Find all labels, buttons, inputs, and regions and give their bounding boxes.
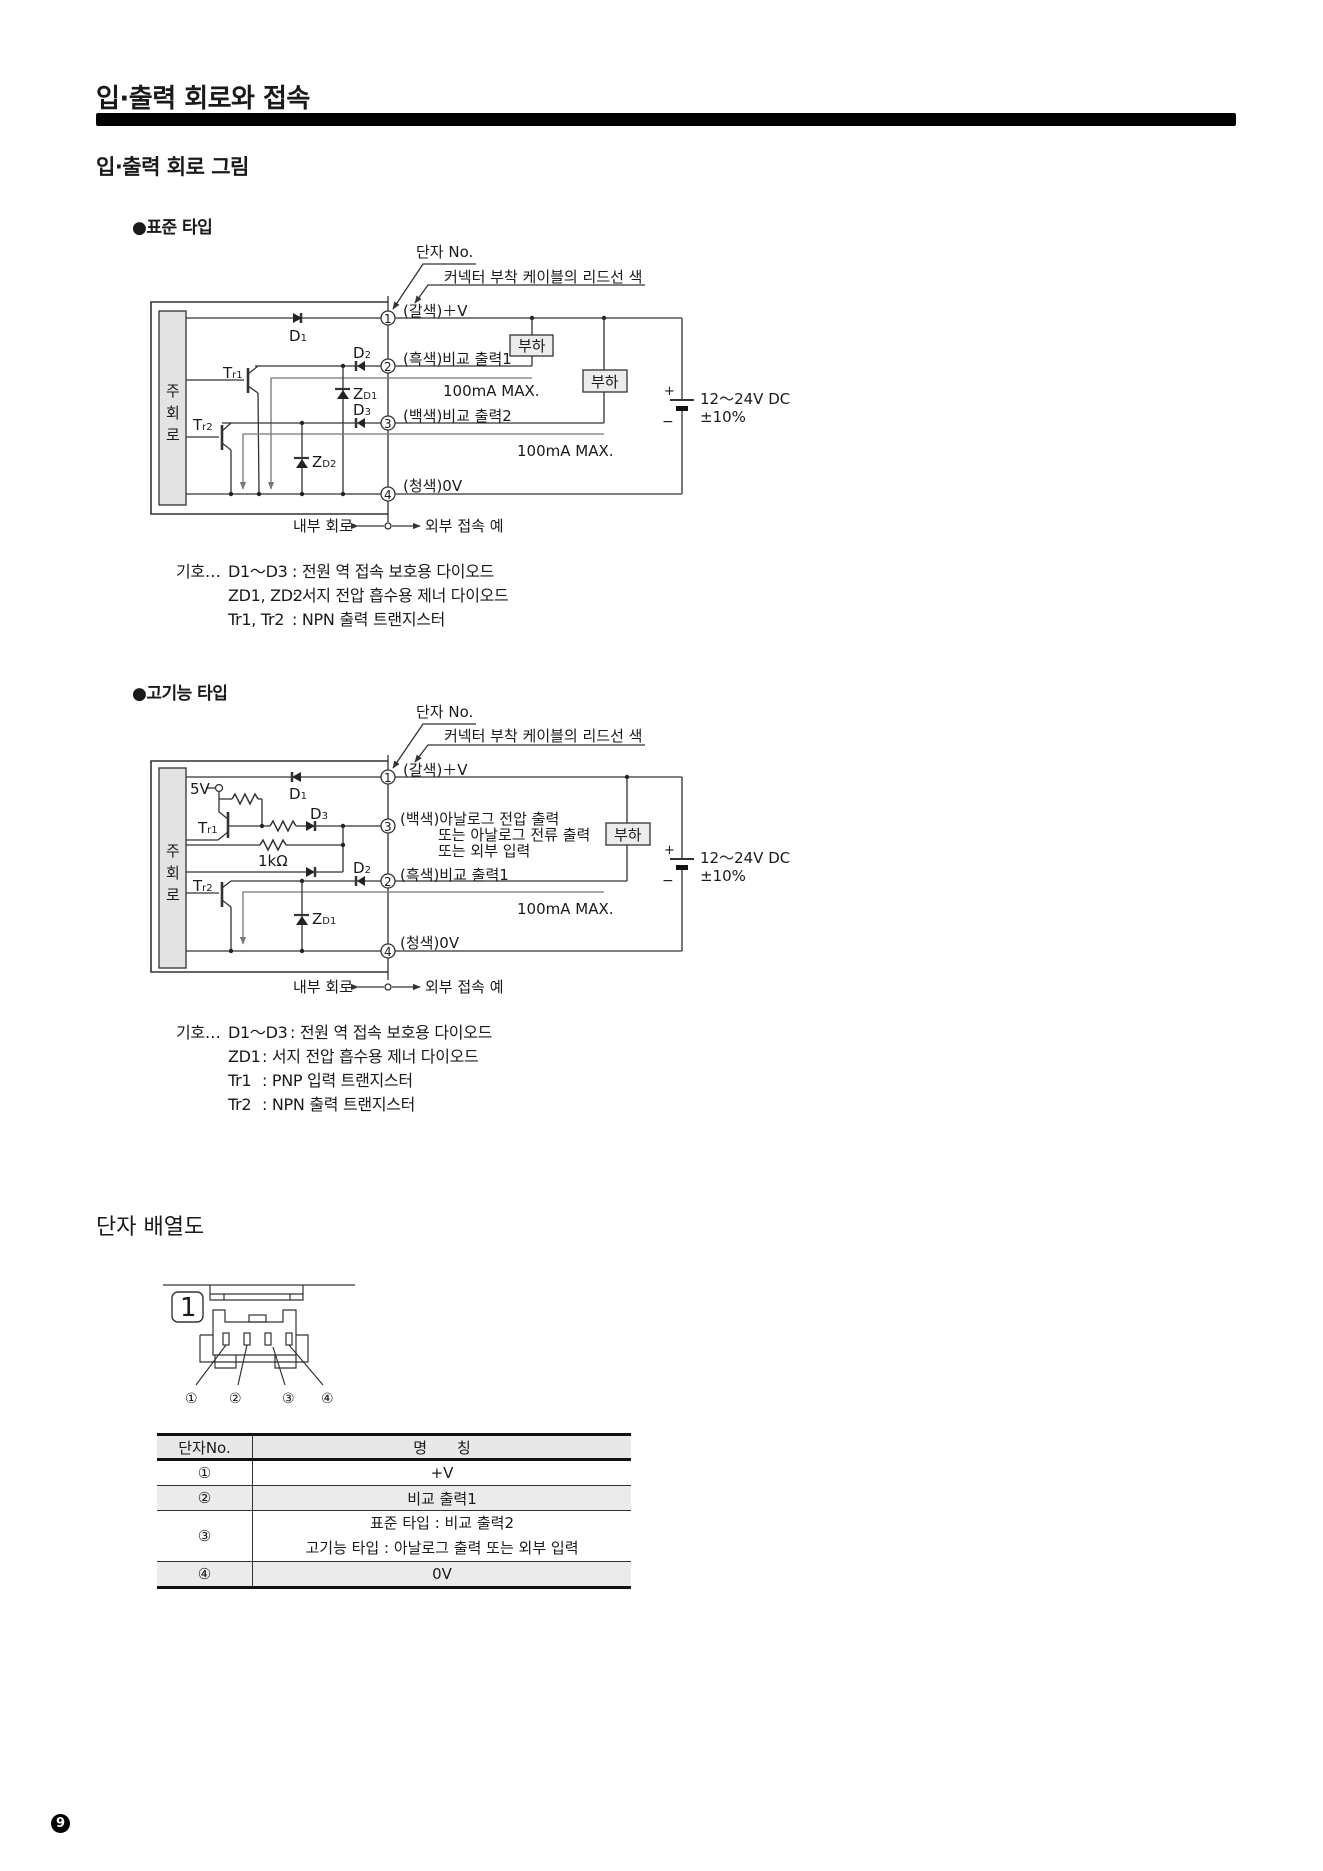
svg-text:D3: D3 — [353, 401, 371, 419]
connector-labels: 1 ① ② ③ ④ — [180, 1293, 334, 1407]
load-box-1 — [509, 334, 554, 357]
load-box-2 — [582, 369, 628, 393]
svg-text:D1: D1 — [289, 785, 307, 803]
pin-label-2: ② — [229, 1391, 242, 1407]
main-circuit-block — [158, 310, 187, 506]
resistor-label: 1kΩ — [258, 852, 288, 870]
svg-text:1: 1 — [384, 771, 392, 785]
section-heading-pinout: 단자 배열도 — [96, 1215, 205, 1240]
svg-text:D2: D2 — [353, 859, 371, 877]
t4-label: (청색)0V — [400, 934, 460, 952]
svg-text:2: 2 — [384, 875, 392, 889]
svg-text:−: − — [662, 873, 674, 889]
advanced-circuit — [150, 723, 694, 991]
internal-circuit-box — [150, 760, 388, 973]
internal-label: 내부 회로 — [293, 978, 353, 996]
svg-text:2: 2 — [384, 360, 392, 374]
t3-label-line2: 또는 아날로그 전류 출력 — [438, 826, 590, 844]
internal-circuit-box — [150, 301, 388, 515]
supply-voltage: 12～24V DC — [700, 390, 790, 408]
header-terminal-no: 단자No. — [157, 1433, 253, 1461]
svg-text:−: − — [662, 414, 674, 430]
standard-circuit-labels: 단자 No. 커넥터 부착 케이블의 리드선 색 (갈색)＋V (흑색)비교 출… — [166, 243, 790, 535]
current-max-1: 100mA MAX. — [443, 382, 540, 400]
table-row: ③ 표준 타입 : 비교 출력2 고기능 타입 : 아날로그 출력 또는 외부 … — [157, 1510, 631, 1562]
page-title: 입·출력 회로와 접속 — [96, 84, 310, 114]
table-header-row: 단자No. 명 칭 — [157, 1433, 631, 1461]
supply-tolerance: ±10% — [700, 408, 746, 426]
svg-text:ZD1: ZD1 — [312, 910, 336, 928]
svg-text:3: 3 — [384, 820, 392, 834]
svg-text:회: 회 — [166, 404, 180, 422]
svg-text:D3: D3 — [310, 805, 328, 823]
t1-label: (갈색)＋V — [403, 761, 468, 779]
t3-label-line1: (백색)아날로그 전압 출력 — [400, 810, 559, 828]
svg-text:+: + — [664, 384, 675, 399]
lead-color-label: 커넥터 부착 케이블의 리드선 색 — [444, 727, 642, 745]
main-circuit-block — [158, 767, 187, 969]
connector-badge — [171, 1291, 204, 1323]
advanced-circuit-labels: 단자 No. 커넥터 부착 케이블의 리드선 색 (갈색)＋V (백색)아날로그… — [166, 703, 790, 996]
svg-text:Tr2: Tr2 — [192, 416, 213, 434]
table-row: ① +V — [157, 1459, 631, 1486]
svg-text:주: 주 — [166, 382, 180, 400]
svg-text:로: 로 — [166, 886, 180, 904]
supply-voltage: 12～24V DC — [700, 849, 790, 867]
connector-badge-text: 1 — [180, 1293, 197, 1323]
svg-text:ZD2: ZD2 — [312, 453, 336, 471]
terminal-no-label: 단자 No. — [416, 243, 473, 261]
title-divider — [96, 113, 1236, 126]
svg-text:1: 1 — [384, 312, 392, 326]
svg-text:4: 4 — [384, 945, 392, 959]
svg-text:D1: D1 — [289, 327, 307, 345]
header-name: 명 칭 — [252, 1433, 631, 1461]
svg-text:주: 주 — [166, 842, 180, 860]
internal-label: 내부 회로 — [293, 517, 353, 535]
svg-text:Tr1: Tr1 — [197, 819, 218, 837]
load-label-2: 부하 — [591, 373, 619, 391]
supply-tolerance: ±10% — [700, 867, 746, 885]
t3-label: (백색)비교 출력2 — [403, 407, 512, 425]
current-max: 100mA MAX. — [517, 900, 614, 918]
t3-label-line3: 또는 외부 입력 — [438, 842, 530, 860]
t1-label: (갈색)＋V — [403, 302, 468, 320]
terminal-no-label: 단자 No. — [416, 703, 473, 721]
load-label-1: 부하 — [518, 337, 546, 355]
svg-text:5V: 5V — [190, 780, 211, 798]
page-number: 9 — [51, 1814, 70, 1833]
lead-color-label: 커넥터 부착 케이블의 리드선 색 — [444, 268, 642, 286]
table-row: ④ 0V — [157, 1561, 631, 1589]
table-row: ② 비교 출력1 — [157, 1485, 631, 1511]
svg-text:ZD1: ZD1 — [353, 385, 377, 403]
svg-text:로: 로 — [166, 426, 180, 444]
t2-label: (흑색)비교 출력1 — [403, 350, 512, 368]
external-label: 외부 접속 예 — [425, 978, 504, 996]
svg-text:+: + — [664, 843, 675, 858]
svg-text:4: 4 — [384, 488, 392, 502]
svg-text:3: 3 — [384, 417, 392, 431]
pin-label-3: ③ — [282, 1391, 295, 1407]
current-max-2: 100mA MAX. — [517, 442, 614, 460]
heading-advanced-type: ●고기능 타입 — [132, 684, 228, 704]
svg-text:Tr2: Tr2 — [192, 877, 213, 895]
svg-text:회: 회 — [166, 864, 180, 882]
section-heading-circuit: 입·출력 회로 그림 — [96, 155, 249, 179]
pin-label-1: ① — [185, 1391, 198, 1407]
t4-label: (청색)0V — [403, 477, 463, 495]
svg-text:Tr1: Tr1 — [222, 364, 243, 382]
connector-diagram — [163, 1284, 355, 1386]
pin-label-4: ④ — [321, 1391, 334, 1407]
load-box — [605, 822, 651, 846]
t2-label: (흑색)비교 출력1 — [400, 866, 509, 884]
svg-text:D2: D2 — [353, 344, 371, 362]
standard-circuit — [150, 263, 694, 530]
load-label: 부하 — [614, 826, 642, 844]
external-label: 외부 접속 예 — [425, 517, 504, 535]
pin-table: 단자No. 명 칭 ① +V ② 비교 출력1 ③ 표준 타입 : 비교 출력2… — [157, 1433, 631, 1589]
heading-standard-type: ●표준 타입 — [132, 218, 213, 238]
